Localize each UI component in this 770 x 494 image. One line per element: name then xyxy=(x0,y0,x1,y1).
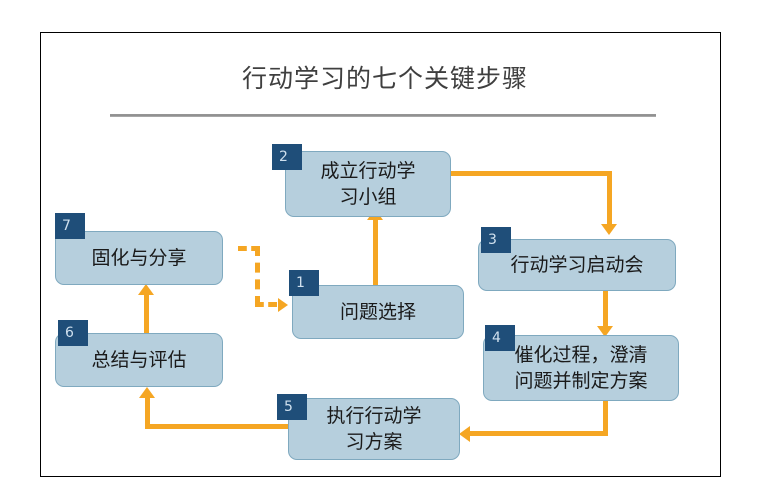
node-7-label: 固化与分享 xyxy=(91,247,187,269)
node-1[interactable]: 问题选择 xyxy=(292,285,464,339)
node-4[interactable]: 催化过程，澄清 问题并制定方案 xyxy=(483,335,679,401)
node-4-label: 催化过程，澄清 问题并制定方案 xyxy=(514,344,648,392)
node-3-badge: 3 xyxy=(481,227,511,253)
node-5[interactable]: 执行行动学 习方案 xyxy=(288,398,460,460)
connector-5-to-6-arrowhead xyxy=(139,387,155,398)
connector-7-to-1-horizontal-top xyxy=(238,246,260,251)
connector-2-to-3-vertical xyxy=(607,171,612,227)
node-7[interactable]: 固化与分享 xyxy=(55,231,223,285)
connector-5-to-6-horizontal xyxy=(145,424,288,429)
connector-2-to-3-horizontal xyxy=(450,171,612,176)
node-5-badge: 5 xyxy=(277,394,307,420)
node-4-badge: 4 xyxy=(485,325,515,351)
connector-2-to-3-arrowhead xyxy=(601,224,617,235)
connector-6-to-7-arrowhead xyxy=(138,284,154,295)
page-title: 行动学习的七个关键步骤 xyxy=(241,64,528,93)
node-6-label: 总结与评估 xyxy=(91,349,187,371)
node-1-label: 问题选择 xyxy=(339,301,416,323)
node-2[interactable]: 成立行动学 习小组 xyxy=(285,151,451,217)
node-2-label: 成立行动学 习小组 xyxy=(320,160,416,208)
connector-7-to-1-vertical xyxy=(255,246,260,306)
node-6-badge: 6 xyxy=(58,320,88,346)
connector-1-to-2-vertical xyxy=(373,218,378,286)
connector-3-to-4-vertical xyxy=(603,291,608,329)
connector-3-to-4-arrowhead xyxy=(597,326,613,337)
connector-4-to-5-vertical xyxy=(603,400,608,436)
node-1-badge: 1 xyxy=(289,270,319,296)
connector-7-to-1-arrowhead xyxy=(278,298,288,312)
connector-5-to-6-vertical xyxy=(145,396,150,429)
node-5-label: 执行行动学 习方案 xyxy=(326,405,422,453)
title-divider xyxy=(110,114,656,117)
connector-7-to-1-horizontal-bottom xyxy=(255,302,277,307)
node-3-label: 行动学习启动会 xyxy=(510,254,644,276)
connector-4-to-5-arrowhead xyxy=(459,426,470,442)
node-7-badge: 7 xyxy=(55,213,85,239)
connector-6-to-7-vertical xyxy=(144,293,149,333)
node-3[interactable]: 行动学习启动会 xyxy=(478,239,676,291)
connector-4-to-5-horizontal xyxy=(470,431,608,436)
node-6[interactable]: 总结与评估 xyxy=(55,333,223,387)
node-2-badge: 2 xyxy=(272,144,302,170)
